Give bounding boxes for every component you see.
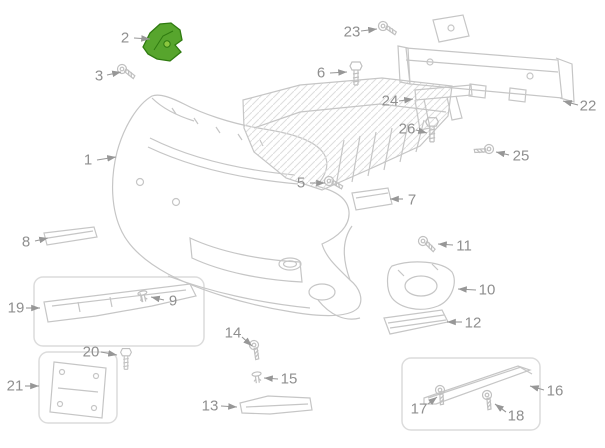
arrow-2 bbox=[133, 35, 151, 42]
arrow-3 bbox=[106, 70, 122, 78]
callout-10[interactable]: 10 bbox=[478, 281, 496, 299]
callout-3[interactable]: 3 bbox=[94, 67, 104, 85]
group-box-19-20 bbox=[33, 276, 205, 347]
part-screw-3[interactable] bbox=[115, 63, 138, 80]
callout-25[interactable]: 25 bbox=[512, 147, 530, 165]
callout-23[interactable]: 23 bbox=[343, 23, 361, 41]
callout-21[interactable]: 21 bbox=[6, 377, 24, 395]
part-clip-15[interactable] bbox=[251, 370, 263, 385]
part-energy-absorber[interactable] bbox=[242, 77, 453, 191]
part-screw-23[interactable] bbox=[376, 20, 399, 36]
part-skid-plate-19[interactable] bbox=[43, 283, 197, 323]
arrow-15 bbox=[263, 375, 279, 382]
callout-7[interactable]: 7 bbox=[407, 191, 417, 209]
part-bracket-2-highlighted[interactable] bbox=[142, 22, 183, 62]
arrow-17 bbox=[427, 396, 438, 406]
arrow-20 bbox=[100, 350, 118, 357]
arrow-8 bbox=[34, 236, 49, 244]
part-grille-12[interactable] bbox=[383, 309, 449, 335]
callout-arrows bbox=[25, 26, 579, 413]
callout-16[interactable]: 16 bbox=[546, 382, 564, 400]
group-box-21 bbox=[38, 351, 118, 424]
callout-13[interactable]: 13 bbox=[201, 397, 219, 415]
part-clip-9[interactable] bbox=[136, 289, 150, 304]
part-bracket-7[interactable] bbox=[351, 187, 393, 211]
part-bolt-20[interactable] bbox=[120, 348, 132, 370]
part-bumper-cover[interactable] bbox=[111, 94, 362, 320]
arrow-26 bbox=[415, 127, 428, 134]
arrow-1 bbox=[96, 155, 117, 162]
callout-8[interactable]: 8 bbox=[21, 233, 31, 251]
callout-22[interactable]: 22 bbox=[579, 97, 597, 115]
callout-5[interactable]: 5 bbox=[296, 174, 306, 192]
callout-12[interactable]: 12 bbox=[464, 314, 482, 332]
part-plate-bracket-21[interactable] bbox=[49, 361, 107, 419]
arrow-6 bbox=[329, 69, 348, 76]
part-strip-8[interactable] bbox=[43, 226, 98, 246]
arrow-10 bbox=[457, 286, 477, 293]
arrow-16 bbox=[529, 385, 545, 392]
part-screw-25[interactable] bbox=[472, 140, 496, 161]
part-screw-11[interactable] bbox=[415, 234, 439, 253]
callout-6[interactable]: 6 bbox=[316, 64, 326, 82]
arrow-23 bbox=[360, 26, 378, 34]
group-box-16-17-18 bbox=[401, 357, 541, 431]
arrow-25 bbox=[495, 150, 510, 158]
callout-9[interactable]: 9 bbox=[168, 292, 178, 310]
part-trim-13[interactable] bbox=[239, 395, 313, 415]
callout-1[interactable]: 1 bbox=[83, 151, 93, 169]
part-bracket-10[interactable] bbox=[386, 261, 455, 310]
arrow-14 bbox=[241, 336, 253, 347]
arrow-13 bbox=[220, 403, 238, 410]
callout-19[interactable]: 19 bbox=[7, 299, 25, 317]
callout-20[interactable]: 20 bbox=[82, 343, 100, 361]
callout-15[interactable]: 15 bbox=[280, 370, 298, 388]
callout-2[interactable]: 2 bbox=[120, 29, 130, 47]
arrow-11 bbox=[437, 241, 454, 248]
callout-14[interactable]: 14 bbox=[224, 324, 242, 342]
callout-24[interactable]: 24 bbox=[381, 92, 399, 110]
arrow-9 bbox=[150, 295, 165, 303]
callout-26[interactable]: 26 bbox=[398, 120, 416, 138]
callout-18[interactable]: 18 bbox=[507, 407, 525, 425]
arrow-22 bbox=[562, 100, 579, 107]
callout-17[interactable]: 17 bbox=[410, 400, 428, 418]
arrow-24 bbox=[398, 96, 414, 104]
part-impact-bar[interactable] bbox=[397, 14, 575, 103]
callout-11[interactable]: 11 bbox=[456, 237, 472, 255]
arrow-18 bbox=[494, 403, 507, 413]
part-screw-18[interactable] bbox=[478, 388, 499, 412]
part-screw-14[interactable] bbox=[245, 338, 267, 362]
